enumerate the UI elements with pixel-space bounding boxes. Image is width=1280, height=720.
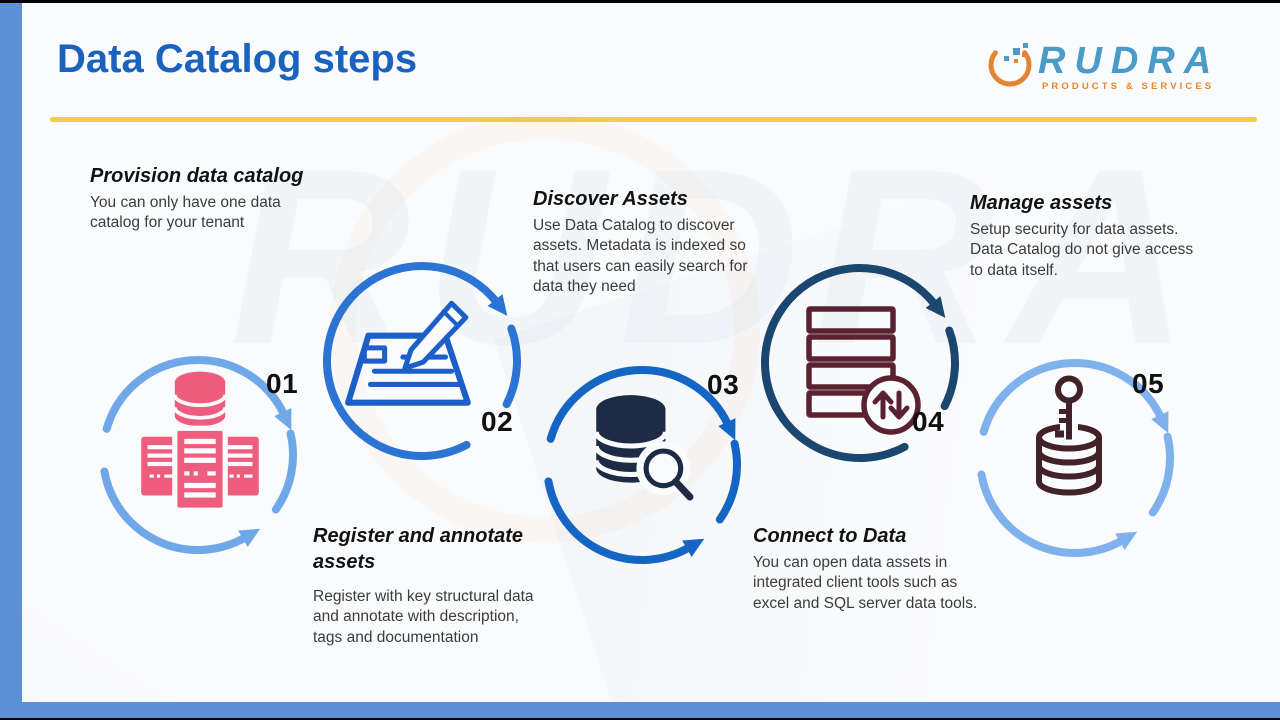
step-2-text: Register and annotate assets Register wi… bbox=[313, 523, 575, 648]
step-5-number: 05 bbox=[1132, 368, 1165, 399]
company-logo: RUDRA PRODUCTS & SERVICES bbox=[982, 31, 1234, 100]
step-3-description: Use Data Catalog to discover assets. Met… bbox=[533, 217, 748, 296]
logo-tagline: PRODUCTS & SERVICES bbox=[1042, 81, 1214, 92]
step-5-description: Setup security for data assets. Data Cat… bbox=[970, 221, 1194, 279]
cycle-arc-icon bbox=[323, 262, 521, 460]
step-4-description: You can open data assets in integrated c… bbox=[753, 554, 978, 612]
cycle-arc-icon bbox=[544, 366, 741, 564]
database-servers-icon bbox=[137, 369, 263, 517]
left-edge-strip bbox=[0, 3, 22, 718]
cycle-arc-icon bbox=[100, 356, 297, 554]
step-3-text: Discover Assets Use Data Catalog to disc… bbox=[533, 186, 767, 298]
watermark-logo-text: RUDRA bbox=[230, 117, 1203, 396]
page-title: Data Catalog steps bbox=[57, 37, 418, 81]
step-4-number: 04 bbox=[912, 406, 945, 437]
step-1-description: You can only have one data catalog for y… bbox=[90, 194, 281, 232]
step-5-cycle bbox=[965, 348, 1185, 568]
step-2-number: 02 bbox=[481, 406, 514, 437]
step-1-title: Provision data catalog bbox=[90, 165, 304, 187]
database-key-icon bbox=[1028, 373, 1110, 509]
step-3-title: Discover Assets bbox=[533, 188, 688, 210]
step-2-title: Register and annotate assets bbox=[313, 525, 524, 573]
server-sync-icon bbox=[799, 303, 921, 435]
slide: RUDRA Data Catalog steps RUDRA PRODUCTS … bbox=[0, 3, 1280, 718]
cycle-arc-icon bbox=[761, 264, 959, 462]
step-3-cycle bbox=[532, 355, 752, 575]
step-5-text: Manage assets Setup security for data as… bbox=[970, 190, 1218, 281]
step-4-title: Connect to Data bbox=[753, 525, 907, 547]
title-underline bbox=[50, 117, 1257, 122]
logo-name: RUDRA bbox=[1038, 40, 1220, 82]
rudra-logo-icon: RUDRA PRODUCTS & SERVICES bbox=[988, 40, 1220, 92]
pencil-document-icon bbox=[340, 299, 482, 411]
database-search-icon bbox=[584, 389, 696, 503]
logo-swoosh bbox=[988, 43, 1032, 87]
step-2-description: Register with key structural data and an… bbox=[313, 588, 534, 646]
step-3-number: 03 bbox=[707, 369, 740, 400]
step-1-text: Provision data catalog You can only have… bbox=[90, 163, 312, 234]
step-5-title: Manage assets bbox=[970, 192, 1113, 214]
step-2-cycle bbox=[312, 251, 532, 471]
step-4-cycle bbox=[750, 253, 970, 473]
step-4-text: Connect to Data You can open data assets… bbox=[753, 523, 995, 614]
cycle-arc-icon bbox=[977, 359, 1174, 557]
step-1-cycle bbox=[88, 345, 308, 565]
step-1-number: 01 bbox=[266, 368, 299, 399]
bottom-edge-strip bbox=[0, 702, 1280, 718]
